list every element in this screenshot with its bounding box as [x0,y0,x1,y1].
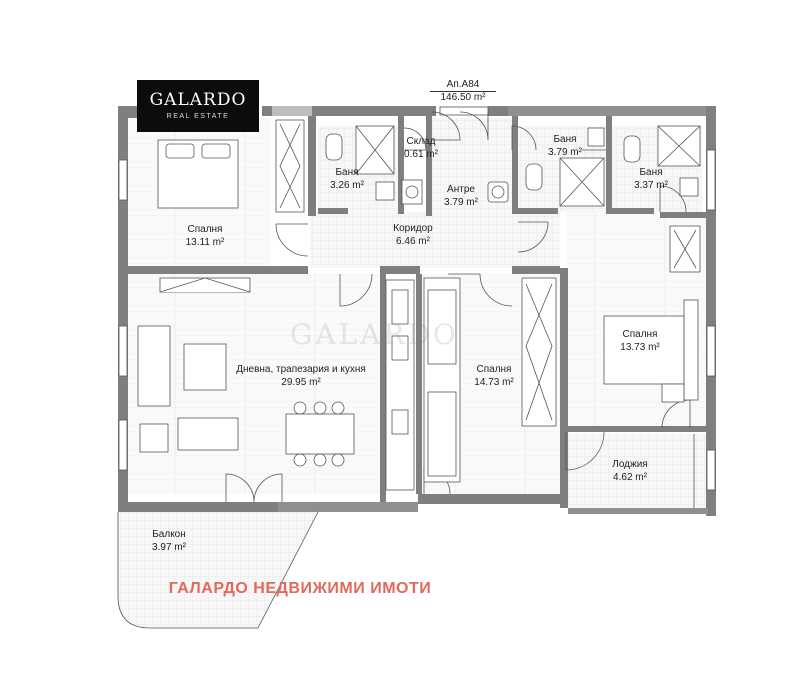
room-name: Лоджия [612,459,648,470]
galardo-logo: GALARDO REAL ESTATE [137,80,259,132]
ghost-watermark: GALARDO [290,318,459,351]
room-label-corridor: Коридор 6.46 m² [383,222,443,248]
room-label-bath-right: Баня 3.37 m² [626,166,676,192]
room-area: 3.79 m² [444,197,478,208]
bath-fixtures [325,125,701,207]
room-area: 3.37 m² [634,180,668,191]
room-label-living: Дневна, трапезария и кухня 29.95 m² [226,363,376,389]
room-area: 4.62 m² [613,472,647,483]
room-area: 14.73 m² [474,377,514,388]
furniture-bedroom-right [603,225,701,403]
room-area: 13.11 m² [185,237,225,248]
room-name: Спалня [476,364,512,375]
room-name: Коридор [393,223,433,234]
room-label-bedroom-right: Спалня 13.73 m² [614,328,666,354]
walls [118,106,716,516]
room-label-balcony: Балкон 3.97 m² [144,528,194,554]
room-name: Склад [406,136,436,147]
apartment-number: Ап.А84 [430,79,496,92]
room-name: Дневна, трапезария и кухня [236,364,366,375]
room-label-bath-left: Баня 3.26 m² [322,166,372,192]
logo-tagline: REAL ESTATE [166,113,230,120]
room-name: Баня [639,167,663,178]
room-name: Спалня [187,224,223,235]
room-area: 3.26 m² [330,180,364,191]
apartment-label: Ап.А84 146.50 m² [430,79,496,103]
room-name: Спалня [622,329,658,340]
apartment-area: 146.50 m² [440,92,486,103]
room-label-bedroom-left: Спалня 13.11 m² [170,223,240,249]
furniture-bedroom-left [157,119,305,213]
room-label-loggia: Лоджия 4.62 m² [604,458,656,484]
room-name: Балкон [152,529,186,540]
room-area: 0.61 m² [404,149,438,160]
room-label-bath-middle: Баня 3.79 m² [540,133,590,159]
room-name: Антре [447,184,475,195]
room-area: 6.46 m² [396,236,430,247]
room-area: 29.95 m² [281,377,321,388]
room-area: 3.97 m² [152,542,186,553]
furniture-bedroom-middle [423,277,557,483]
room-area: 3.79 m² [548,147,582,158]
room-area: 13.73 m² [620,342,660,353]
room-label-storage: Склад 0.61 m² [398,135,444,161]
outdoor [117,434,708,629]
room-name: Баня [553,134,577,145]
windows [118,106,716,491]
logo-brand: GALARDO [149,90,247,110]
room-name: Баня [335,167,359,178]
furniture-living [137,277,415,491]
room-label-entrance: Антре 3.79 m² [436,183,486,209]
watermark-text: ГАЛАРДО НЕДВИЖИМИ ИМОТИ [168,580,432,597]
room-label-bedroom-middle: Спалня 14.73 m² [468,363,520,389]
